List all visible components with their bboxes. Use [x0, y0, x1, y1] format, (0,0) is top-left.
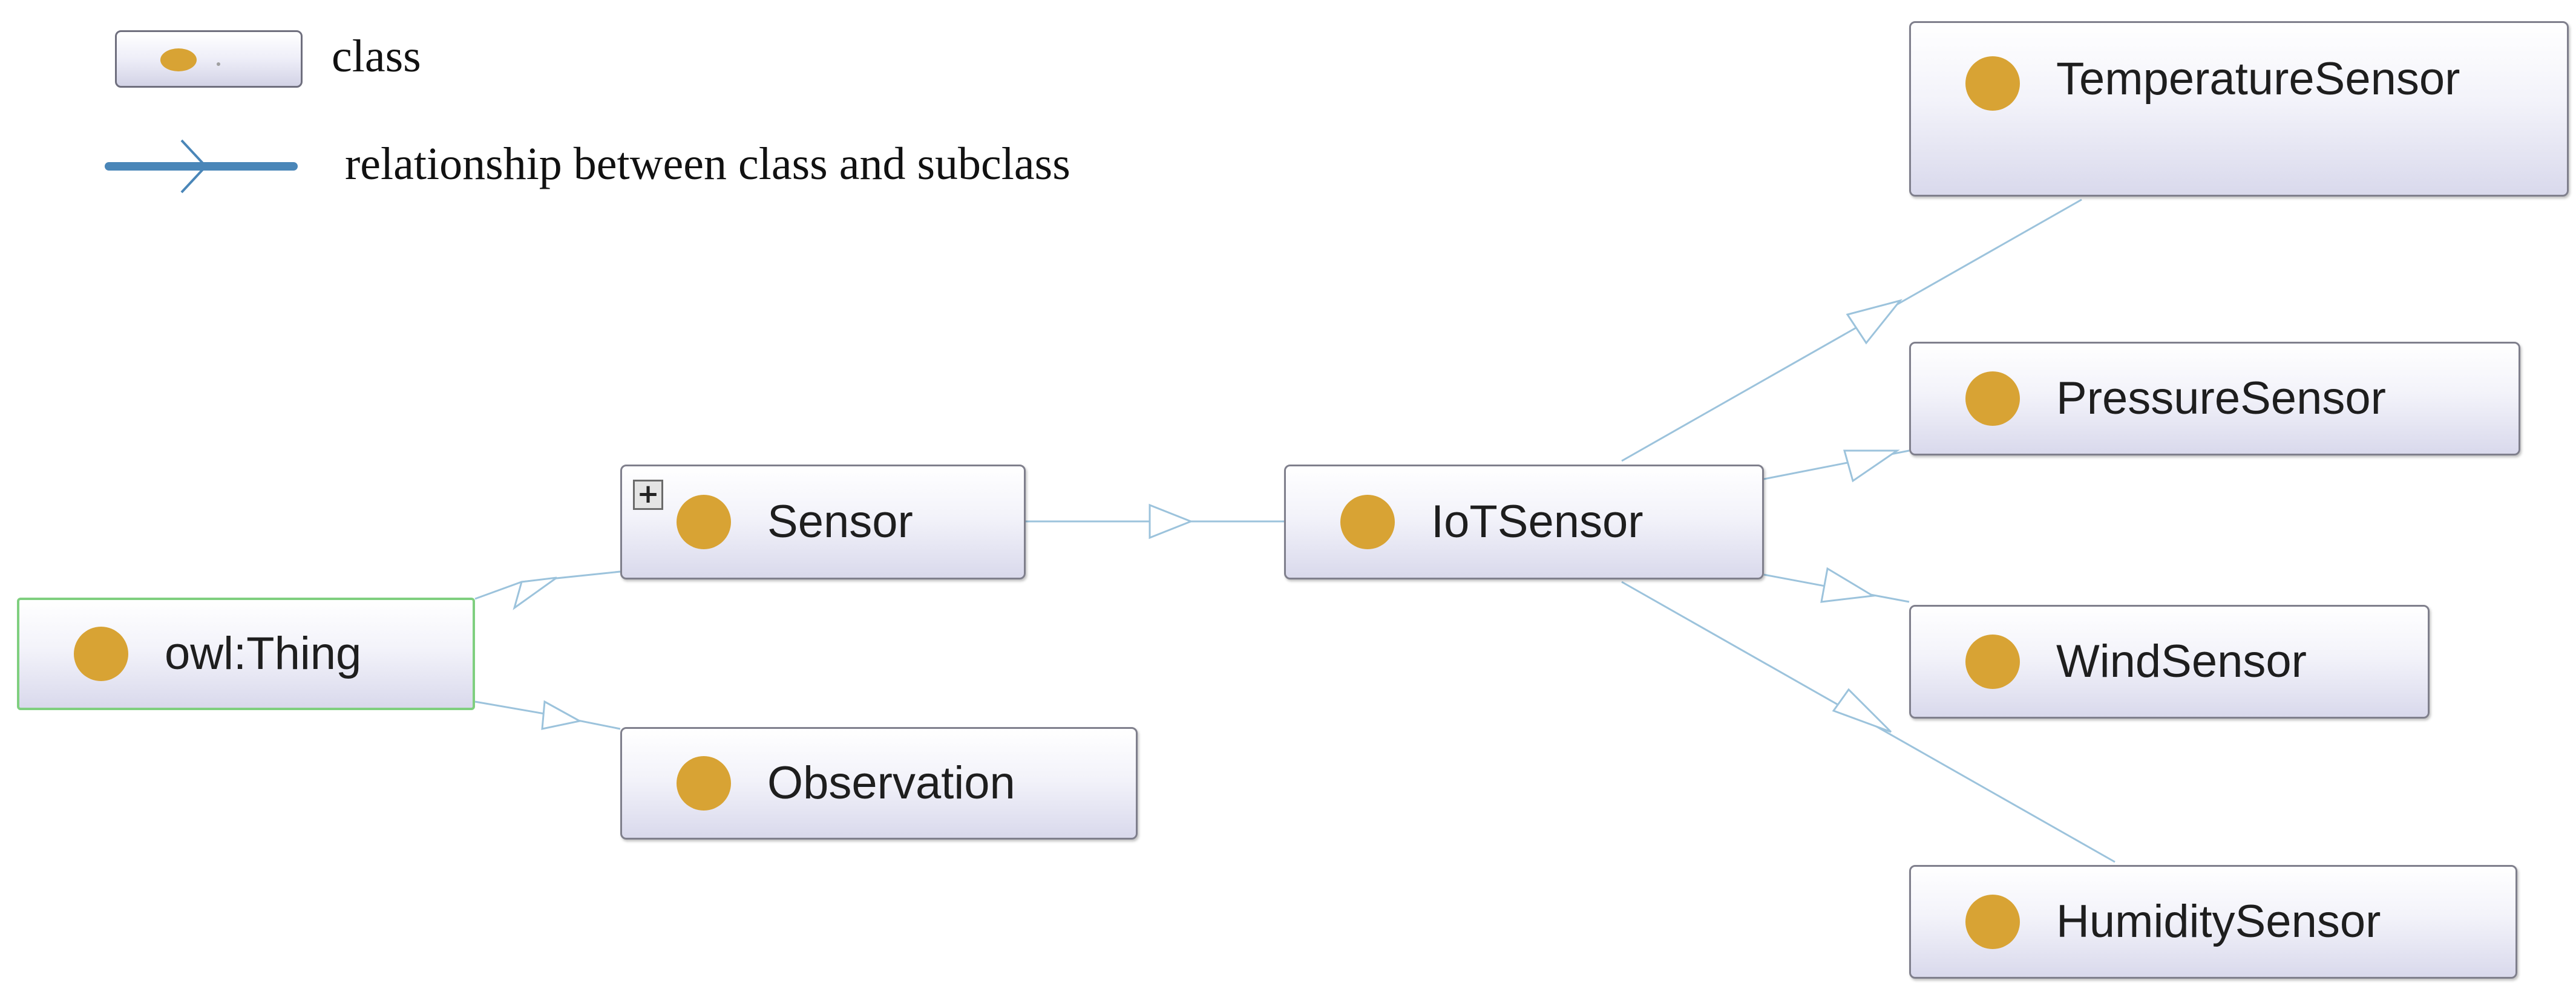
gold-circle-icon — [1965, 56, 2020, 111]
edge-thing-sensor — [474, 570, 621, 610]
legend-dot-mark — [217, 62, 220, 66]
legend-relationship-label: relationship between class and subclass — [345, 139, 1070, 189]
gold-circle-icon — [1965, 895, 2020, 949]
class-label: Sensor — [767, 496, 913, 548]
class-node-owl-thing[interactable]: owl:Thing — [17, 598, 475, 710]
gold-circle-icon — [1965, 371, 2020, 426]
class-node-iotsensor[interactable]: IoTSensor — [1284, 465, 1764, 579]
gold-circle-icon — [1965, 635, 2020, 689]
class-node-pressuresensor[interactable]: PressureSensor — [1909, 342, 2520, 455]
class-label: Observation — [767, 757, 1015, 809]
class-label: owl:Thing — [165, 628, 362, 680]
class-label: HumiditySensor — [2056, 896, 2381, 948]
gold-circle-icon — [74, 627, 128, 681]
legend-relationship-edge — [105, 139, 298, 194]
gold-circle-icon — [677, 495, 731, 549]
edge-iotsensor-windsensor — [1763, 567, 1910, 603]
class-label: TemperatureSensor — [2056, 53, 2460, 105]
class-node-sensor[interactable]: + Sensor — [620, 465, 1026, 579]
class-node-windsensor[interactable]: WindSensor — [1909, 605, 2430, 719]
legend-class-label: class — [332, 31, 421, 82]
gold-circle-icon — [160, 48, 197, 71]
legend-class-box — [115, 30, 303, 88]
class-node-temperaturesensor[interactable]: TemperatureSensor — [1909, 21, 2569, 197]
edge-iotsensor-temperaturesensor — [1621, 198, 2082, 462]
gold-circle-icon — [677, 756, 731, 811]
class-label: WindSensor — [2056, 636, 2307, 688]
class-label: IoTSensor — [1431, 496, 1644, 548]
edge-sensor-iotsensor — [1026, 503, 1284, 540]
edge-thing-observation — [474, 700, 621, 730]
gold-circle-icon — [1340, 495, 1395, 549]
class-label: PressureSensor — [2056, 373, 2386, 425]
class-node-observation[interactable]: Observation — [620, 727, 1138, 840]
edge-iotsensor-humiditysensor — [1621, 581, 2116, 863]
plus-square-icon[interactable]: + — [633, 480, 663, 510]
class-node-humiditysensor[interactable]: HumiditySensor — [1909, 865, 2517, 979]
edge-iotsensor-pressuresensor — [1763, 449, 1910, 483]
